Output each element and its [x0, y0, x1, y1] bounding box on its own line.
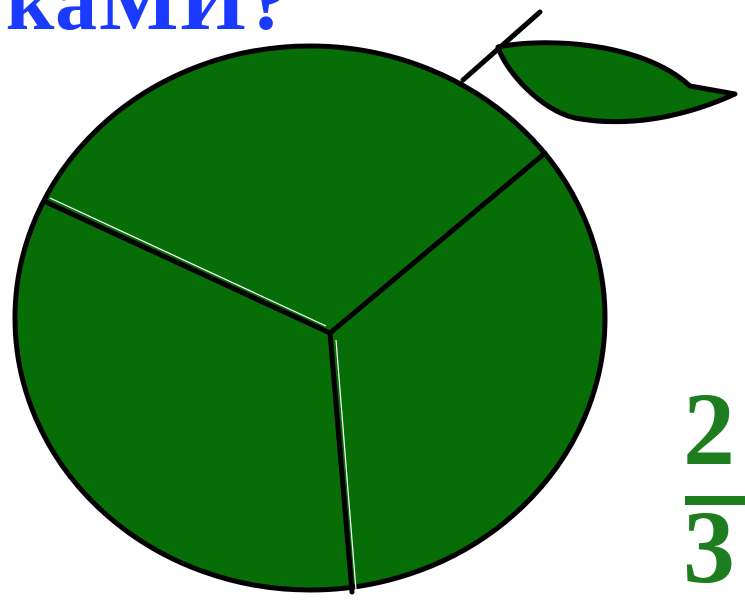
leaf-icon	[498, 43, 735, 122]
fraction-numerator: 2	[683, 378, 745, 482]
fraction-bar	[685, 496, 745, 505]
fraction-denominator: 3	[683, 496, 745, 600]
fraction-label: 2 3	[683, 378, 745, 600]
